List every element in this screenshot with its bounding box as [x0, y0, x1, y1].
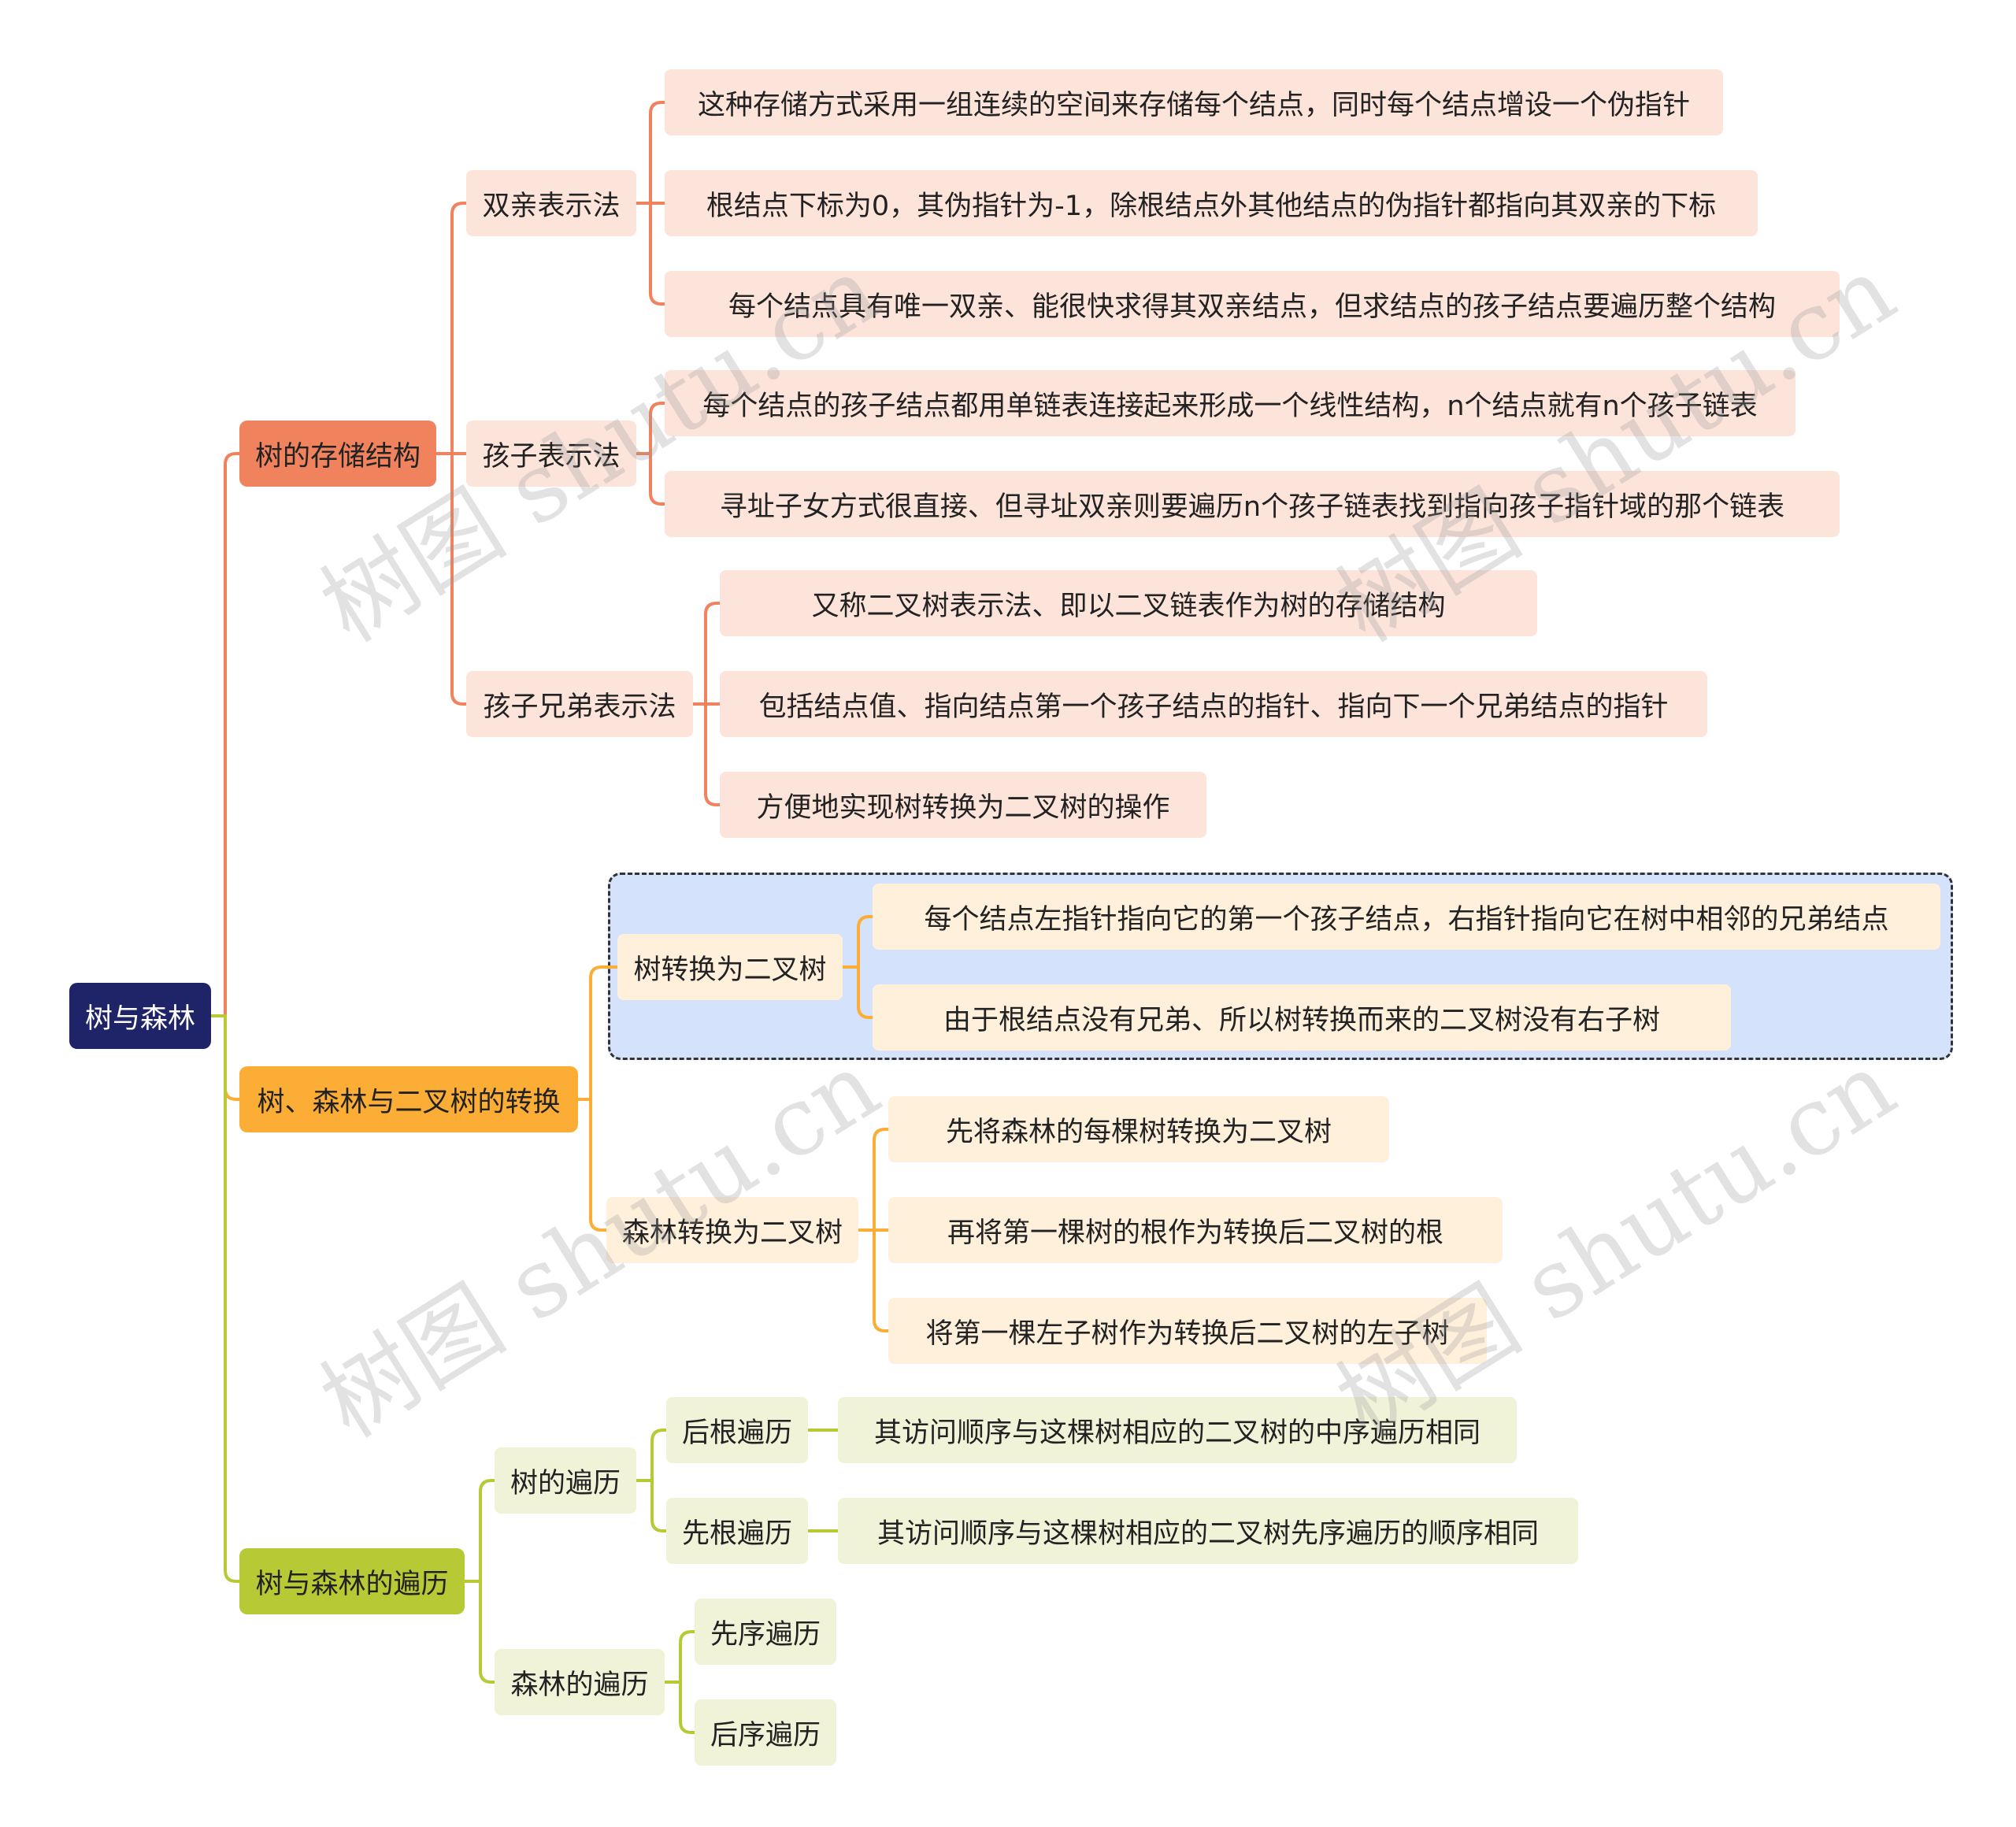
parent-item-2[interactable]: 根结点下标为0，其伪指针为-1，除根结点外其他结点的伪指针都指向其双亲的下标 — [665, 170, 1758, 236]
parent-item-1[interactable]: 这种存储方式采用一组连续的空间来存储每个结点，同时每个结点增设一个伪指针 — [665, 69, 1723, 135]
connector-line — [857, 965, 874, 1019]
tree-conv-item-2[interactable]: 由于根结点没有兄弟、所以树转换而来的二叉树没有右子树 — [873, 984, 1731, 1051]
connector-line — [224, 1014, 241, 1101]
connector-line — [589, 965, 619, 1101]
tree-to-binary[interactable]: 树转换为二叉树 — [617, 934, 843, 1000]
connector-line — [873, 1228, 890, 1332]
sibling-item-3[interactable]: 方便地实现树转换为二叉树的操作 — [720, 772, 1206, 838]
branch-traversal[interactable]: 树与森林的遍历 — [239, 1548, 465, 1614]
connector-line — [679, 1681, 696, 1734]
connector-line — [479, 1580, 496, 1684]
branch-storage[interactable]: 树的存储结构 — [239, 421, 436, 487]
connector-line — [857, 915, 874, 969]
post-root-traversal[interactable]: 后根遍历 — [666, 1397, 808, 1463]
branch-conversion[interactable]: 树、森林与二叉树的转换 — [239, 1066, 578, 1132]
connector-line — [450, 202, 468, 455]
connector-line — [224, 1014, 241, 1583]
post-root-desc[interactable]: 其访问顺序与这棵树相应的二叉树的中序遍历相同 — [838, 1397, 1517, 1463]
connector-line — [650, 1479, 668, 1532]
connector-line — [224, 452, 241, 1017]
child-item-1[interactable]: 每个结点的孩子结点都用单链表连接起来形成一个线性结构，n个结点就有n个孩子链表 — [665, 370, 1796, 436]
connector-line — [704, 702, 721, 806]
forest-preorder[interactable]: 先序遍历 — [695, 1599, 836, 1665]
child-sibling-representation[interactable]: 孩子兄弟表示法 — [466, 671, 693, 737]
connector-line — [679, 1630, 696, 1684]
forest-postorder[interactable]: 后序遍历 — [695, 1699, 836, 1766]
connector-line — [704, 602, 721, 706]
sibling-item-2[interactable]: 包括结点值、指向结点第一个孩子结点的指针、指向下一个兄弟结点的指针 — [720, 671, 1707, 737]
parent-item-3[interactable]: 每个结点具有唯一双亲、能很快求得其双亲结点，但求结点的孩子结点要遍历整个结构 — [665, 271, 1840, 337]
connector-line — [450, 452, 468, 706]
forest-traversal[interactable]: 森林的遍历 — [495, 1649, 665, 1715]
connector-line — [649, 202, 666, 306]
forest-conv-item-1[interactable]: 先将森林的每棵树转换为二叉树 — [888, 1096, 1389, 1162]
connector-line — [649, 452, 666, 506]
connector-line — [479, 1479, 496, 1583]
root-node[interactable]: 树与森林 — [69, 983, 211, 1049]
pre-root-traversal[interactable]: 先根遍历 — [666, 1498, 808, 1564]
tree-traversal[interactable]: 树的遍历 — [495, 1447, 636, 1514]
parent-representation[interactable]: 双亲表示法 — [466, 170, 636, 236]
connector-line — [650, 1429, 668, 1482]
forest-conv-item-3[interactable]: 将第一棵左子树作为转换后二叉树的左子树 — [888, 1298, 1487, 1364]
connector-line — [649, 402, 666, 455]
child-representation[interactable]: 孩子表示法 — [466, 421, 636, 487]
tree-conv-item-1[interactable]: 每个结点左指针指向它的第一个孩子结点，右指针指向它在树中相邻的兄弟结点 — [873, 884, 1940, 950]
forest-conv-item-2[interactable]: 再将第一棵树的根作为转换后二叉树的根 — [888, 1197, 1503, 1263]
connector-line — [649, 101, 666, 205]
forest-to-binary[interactable]: 森林转换为二叉树 — [606, 1197, 858, 1263]
child-item-2[interactable]: 寻址子女方式很直接、但寻址双亲则要遍历n个孩子链表找到指向孩子指针域的那个链表 — [665, 471, 1840, 537]
sibling-item-1[interactable]: 又称二叉树表示法、即以二叉链表作为树的存储结构 — [720, 570, 1537, 636]
connector-line — [873, 1128, 890, 1232]
pre-root-desc[interactable]: 其访问顺序与这棵树相应的二叉树先序遍历的顺序相同 — [838, 1498, 1578, 1564]
connector-line — [589, 1098, 608, 1232]
